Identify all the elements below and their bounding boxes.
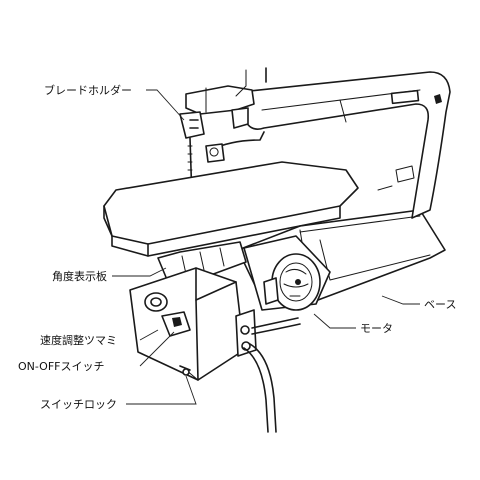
label-switch-lock: スイッチロック bbox=[40, 398, 117, 411]
label-blade-holder: ブレードホルダー bbox=[44, 83, 132, 97]
label-angle-scale: 角度表示板 bbox=[52, 269, 107, 283]
power-cord bbox=[235, 309, 301, 433]
work-table bbox=[103, 161, 359, 257]
label-motor: モータ bbox=[360, 322, 393, 335]
blade-holder bbox=[179, 67, 267, 163]
label-speed-knob: 速度調整ツマミ bbox=[40, 333, 117, 347]
label-base: ベース bbox=[424, 298, 456, 311]
leader-lines bbox=[112, 89, 420, 405]
label-on-off-switch: ON-OFFスイッチ bbox=[18, 360, 104, 373]
speed-knob[interactable] bbox=[144, 292, 168, 312]
motor bbox=[243, 235, 331, 311]
on-off-switch[interactable] bbox=[161, 311, 191, 337]
upper-arm bbox=[239, 71, 451, 219]
